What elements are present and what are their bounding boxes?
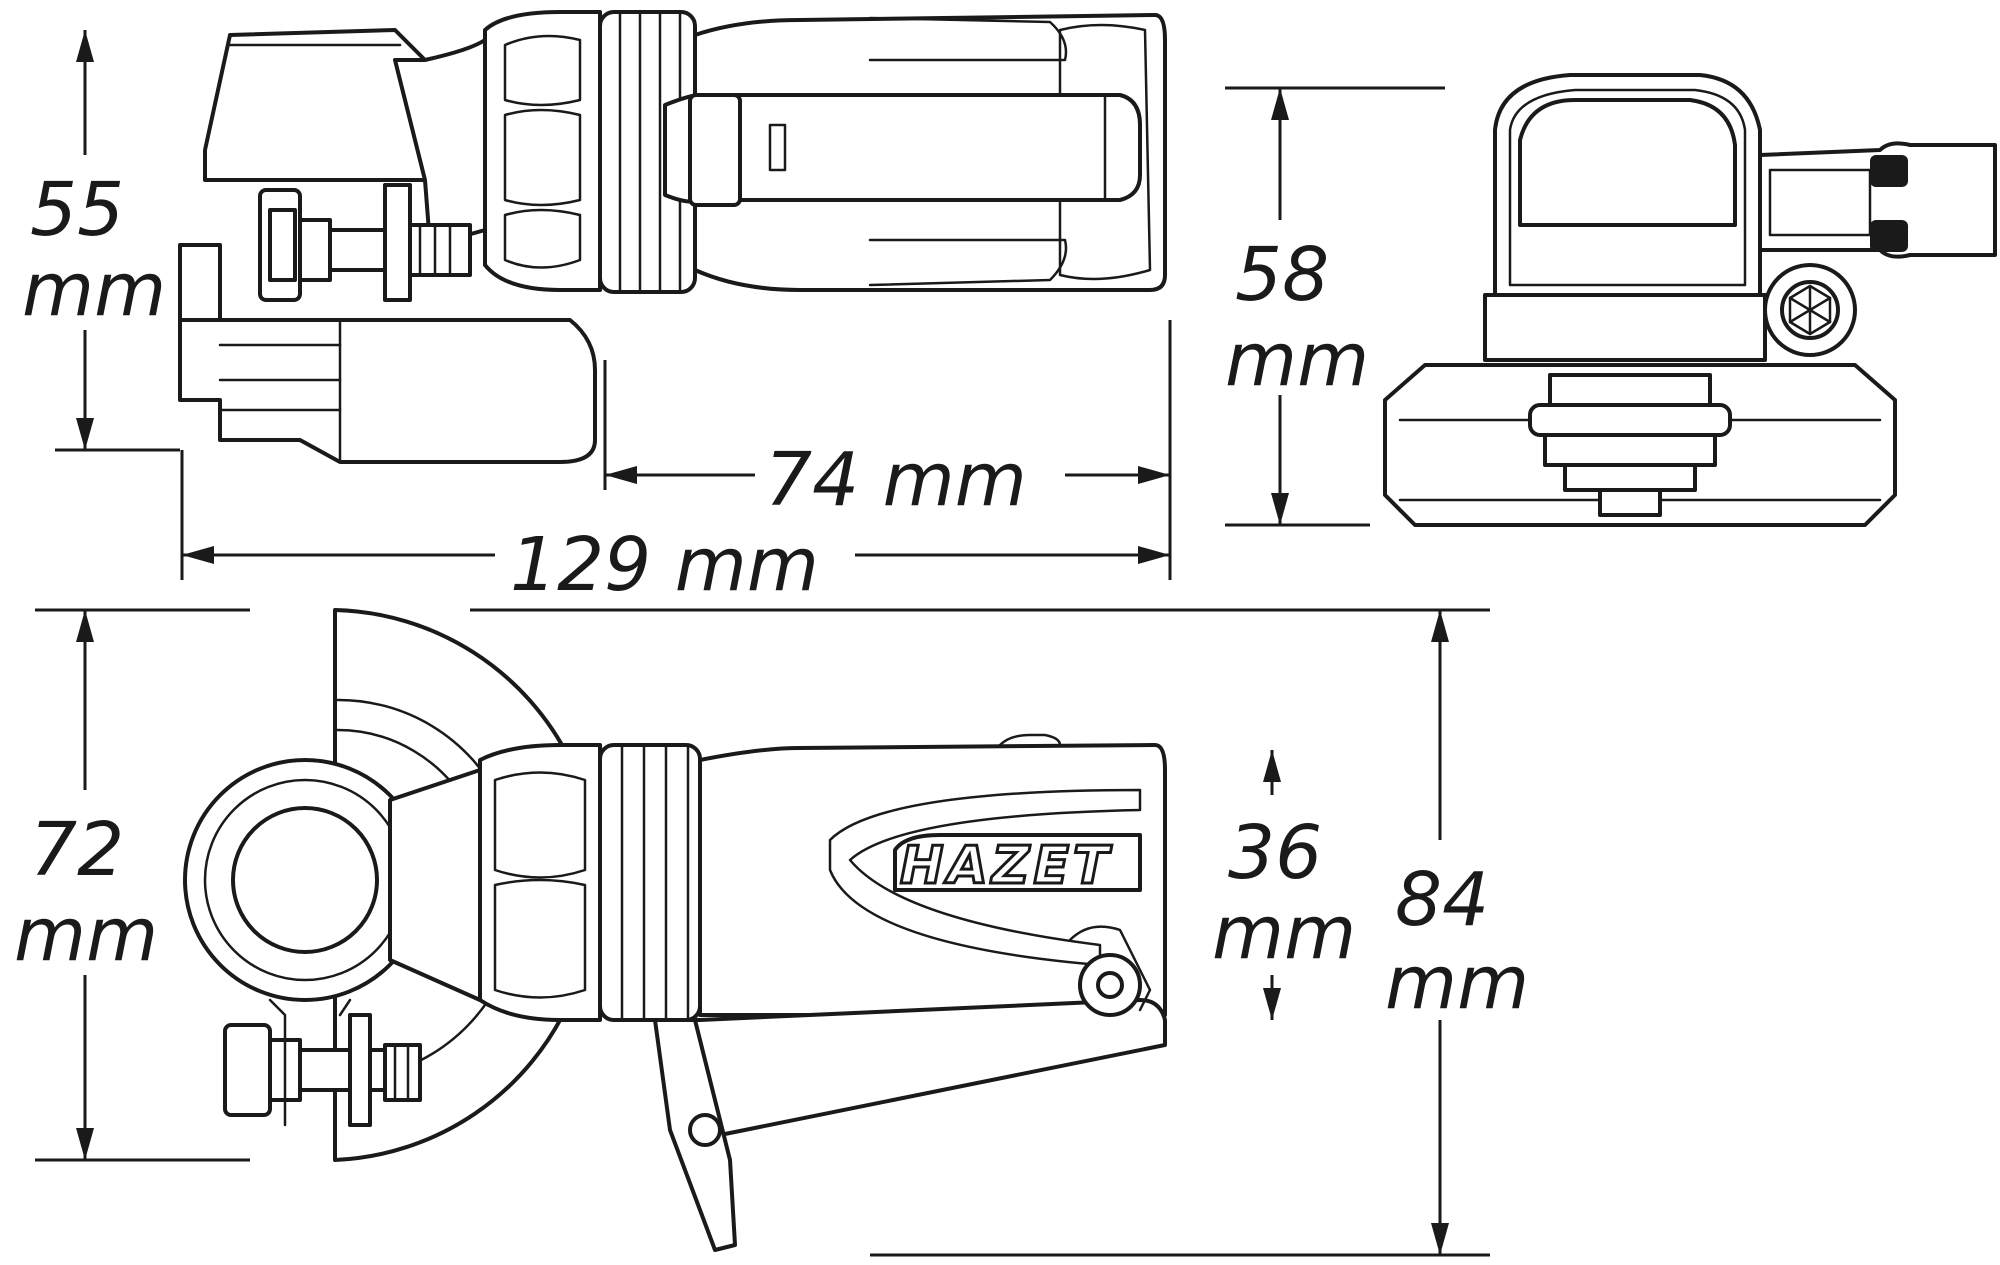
dim-84-value: 84: [1395, 857, 1489, 943]
top-view: [178, 10, 1167, 464]
side-view: HAZET: [183, 608, 1167, 1252]
dimension-lines: [35, 30, 1490, 1257]
dim-72-value: 72: [30, 807, 124, 893]
dim-129-label: 129 mm: [510, 522, 819, 608]
dim-58-value: 58: [1235, 232, 1329, 318]
dim-72-unit: mm: [14, 892, 158, 978]
dim-55-value: 55: [30, 167, 124, 253]
dim-58-unit: mm: [1225, 317, 1369, 403]
front-view: [1383, 73, 1997, 527]
dim-84-unit: mm: [1385, 940, 1529, 1026]
dim-36-value: 36: [1228, 810, 1322, 896]
dim-36-unit: mm: [1212, 890, 1356, 976]
dim-74-label: 74 mm: [765, 437, 1027, 523]
brand-logo-text: HAZET: [900, 836, 1112, 896]
dim-55-unit: mm: [22, 247, 166, 333]
dimension-labels: 55 mm 58 mm 74 mm 129 mm 72 mm 36 mm 84 …: [14, 167, 1529, 1026]
